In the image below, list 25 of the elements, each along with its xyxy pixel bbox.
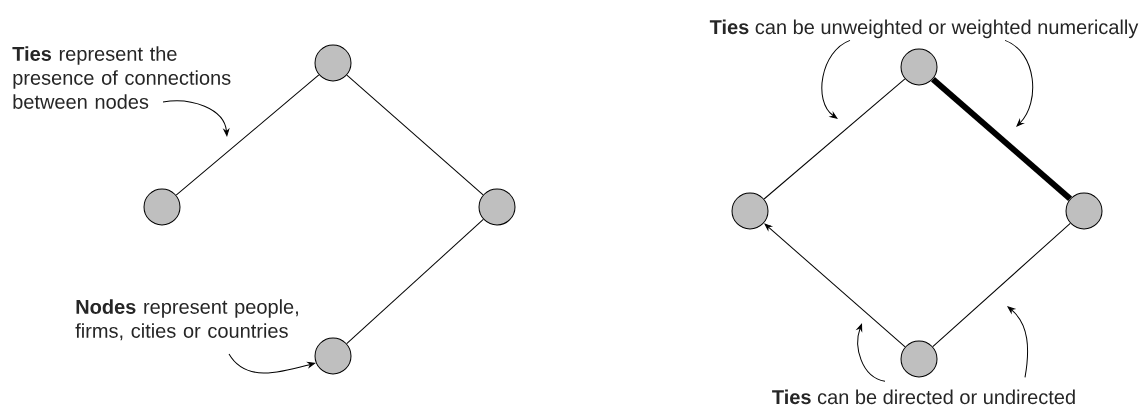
leader-line bbox=[856, 323, 886, 382]
tie-line bbox=[346, 74, 484, 196]
node-circle bbox=[314, 337, 352, 375]
leader-line bbox=[228, 353, 315, 374]
tie-line bbox=[175, 74, 320, 196]
tie-line bbox=[932, 222, 1071, 348]
node-circle bbox=[731, 192, 769, 230]
tie-line bbox=[764, 223, 906, 348]
tie-line bbox=[930, 76, 1073, 202]
node-circle bbox=[143, 188, 181, 226]
annotation-text: Nodes represent people, firms, cities or countries bbox=[75, 299, 298, 341]
tie-line bbox=[346, 218, 484, 345]
node-circle bbox=[1065, 192, 1103, 230]
tie-line bbox=[763, 78, 906, 200]
annotation-text: Ties can be unweighted or weighted numerically bbox=[709, 19, 1139, 39]
leader-line bbox=[821, 39, 851, 119]
node-circle bbox=[314, 44, 352, 82]
node-circle bbox=[900, 340, 938, 378]
node-circle bbox=[900, 48, 938, 86]
leader-line bbox=[1007, 306, 1029, 378]
leader-line bbox=[162, 100, 230, 137]
annotation-text: Ties can be directed or undirected bbox=[772, 389, 1075, 405]
leader-line bbox=[1004, 39, 1034, 127]
annotation-text: Ties represent the presence of connections between nodes bbox=[12, 46, 231, 109]
node-circle bbox=[478, 188, 516, 226]
